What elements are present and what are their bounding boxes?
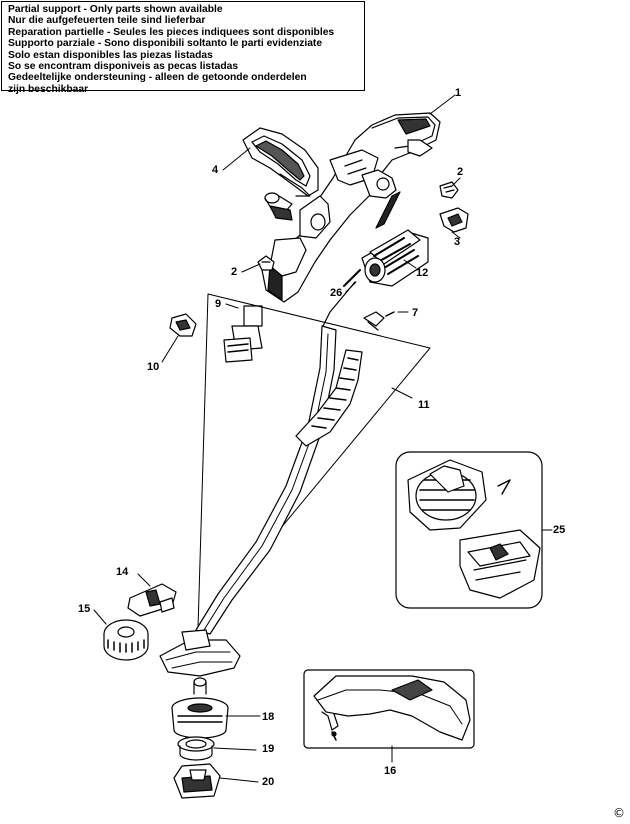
part-15-gear <box>103 619 149 661</box>
label-part-15: 15 <box>78 603 90 615</box>
label-part-1: 1 <box>455 87 461 99</box>
part-20-spool-cap <box>173 763 221 799</box>
label-part-3: 3 <box>454 236 460 248</box>
part-11-shaft-tube <box>195 293 431 635</box>
label-part-16: 16 <box>384 765 396 777</box>
partial-support-notice: Partial support - Only parts shown avail… <box>1 1 365 95</box>
part-14-line-cutter <box>127 583 177 617</box>
part-19-spring <box>177 736 215 761</box>
notice-line: Partial support - Only parts shown avail… <box>8 4 223 15</box>
copyright-symbol: © <box>613 806 625 820</box>
part-1-main-housing <box>261 112 441 303</box>
notice-line: Gedeeltelijke ondersteuning - alleen de … <box>8 72 307 84</box>
notice-line: Solo estan disponibles las piezas listad… <box>8 49 213 61</box>
notice-line: So se encontram disponiveis as pecas lis… <box>8 61 239 73</box>
part-3-switch <box>439 207 469 233</box>
notice-line: Nur die aufgefeuerten teile sind lieferb… <box>8 15 206 27</box>
label-part-14: 14 <box>116 566 129 578</box>
part-9-coupling <box>223 305 263 363</box>
part-25-spool-cover-inset <box>395 451 543 609</box>
label-part-25: 25 <box>553 524 565 536</box>
notice-line: Reparation partielle - Seules les pieces… <box>8 26 335 38</box>
leader-lines <box>93 94 553 783</box>
support-rod <box>375 191 401 229</box>
part-number-labels: 1 4 2 3 2 12 26 7 9 10 11 25 14 15 18 19… <box>78 87 565 788</box>
label-part-20: 20 <box>262 776 274 788</box>
label-part-4: 4 <box>212 164 219 176</box>
label-part-26: 26 <box>330 287 342 299</box>
handle-knob-assembly <box>264 192 293 221</box>
label-part-12: 12 <box>416 267 428 279</box>
part-7-screw <box>363 311 395 331</box>
label-part-2-lower: 2 <box>231 266 237 278</box>
trimmer-head-housing <box>159 629 241 695</box>
label-part-7: 7 <box>412 307 418 319</box>
label-part-19: 19 <box>262 743 274 755</box>
part-18-spool <box>171 697 229 739</box>
part-2-clip-lower <box>257 255 275 271</box>
notice-line: zijn beschikbaar <box>8 83 89 95</box>
part-16-guard-inset <box>303 669 475 749</box>
part-10-latch <box>169 313 197 337</box>
label-part-9: 9 <box>215 298 221 310</box>
label-part-10: 10 <box>147 361 159 373</box>
label-part-18: 18 <box>262 711 274 723</box>
notice-line: Supporto parziale - Sono disponibili sol… <box>8 38 323 50</box>
label-part-2-upper: 2 <box>457 166 463 178</box>
part-12-motor <box>343 229 429 287</box>
part-2-clip-upper <box>439 181 459 199</box>
part-4-auxiliary-handle <box>242 127 319 197</box>
label-part-11: 11 <box>418 399 430 411</box>
